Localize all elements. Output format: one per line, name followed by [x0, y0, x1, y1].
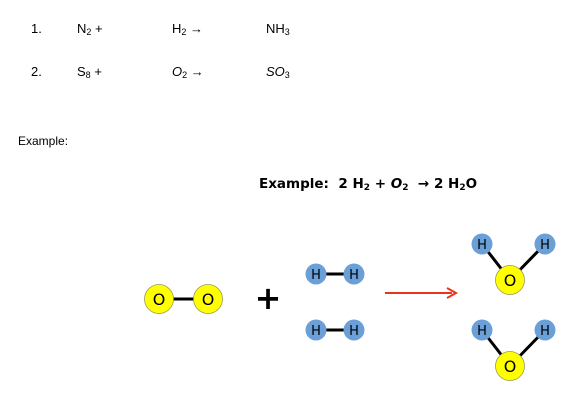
- example-equation: Example: 2 H2 + O2 → 2 H2O: [259, 176, 478, 193]
- problem-2-reactant-2: O2 →: [172, 64, 204, 80]
- problem-1-reactant-1: N2 +: [77, 21, 103, 37]
- hydrogen-atom: [534, 233, 556, 255]
- example-label: Example:: [18, 134, 69, 148]
- oxygen-atom: [495, 351, 525, 381]
- problem-1-number: 1.: [31, 21, 42, 36]
- hydrogen-atom: [305, 319, 327, 341]
- atom-label: O: [153, 290, 166, 309]
- atom-label: H: [477, 324, 487, 339]
- reaction-arrow: [385, 287, 459, 299]
- atom-label: O: [202, 290, 215, 309]
- atom-label: H: [349, 268, 359, 283]
- problem-2-number: 2.: [31, 64, 42, 79]
- hydrogen-atom: [343, 263, 365, 285]
- atom-label: H: [349, 324, 359, 339]
- hydrogen-molecule: H H: [305, 263, 365, 285]
- atom-label: H: [477, 238, 487, 253]
- atom-label: O: [504, 357, 517, 376]
- hydrogen-atom: [534, 319, 556, 341]
- hydrogen-atom: [471, 319, 493, 341]
- oxygen-atom: [144, 284, 174, 314]
- problem-2-reactant-1: S8 +: [77, 64, 102, 80]
- problem-1-reactant-2: H2 →: [172, 21, 204, 37]
- atom-label: H: [311, 268, 321, 283]
- hydrogen-molecule: H H: [305, 319, 365, 341]
- oxygen-molecule: O O: [144, 284, 223, 314]
- hydrogen-atom: [471, 233, 493, 255]
- problem-2-product: SO3: [266, 64, 290, 80]
- atom-label: H: [540, 238, 550, 253]
- oxygen-atom: [193, 284, 223, 314]
- atom-label: H: [311, 324, 321, 339]
- water-molecule: H H O: [471, 319, 556, 381]
- hydrogen-atom: [305, 263, 327, 285]
- atom-label: H: [540, 324, 550, 339]
- hydrogen-atom: [343, 319, 365, 341]
- problem-1-product: NH3: [266, 21, 290, 37]
- plus-sign: +: [255, 279, 282, 317]
- atom-label: O: [504, 271, 517, 290]
- water-molecule: H H O: [471, 233, 556, 295]
- oxygen-atom: [495, 265, 525, 295]
